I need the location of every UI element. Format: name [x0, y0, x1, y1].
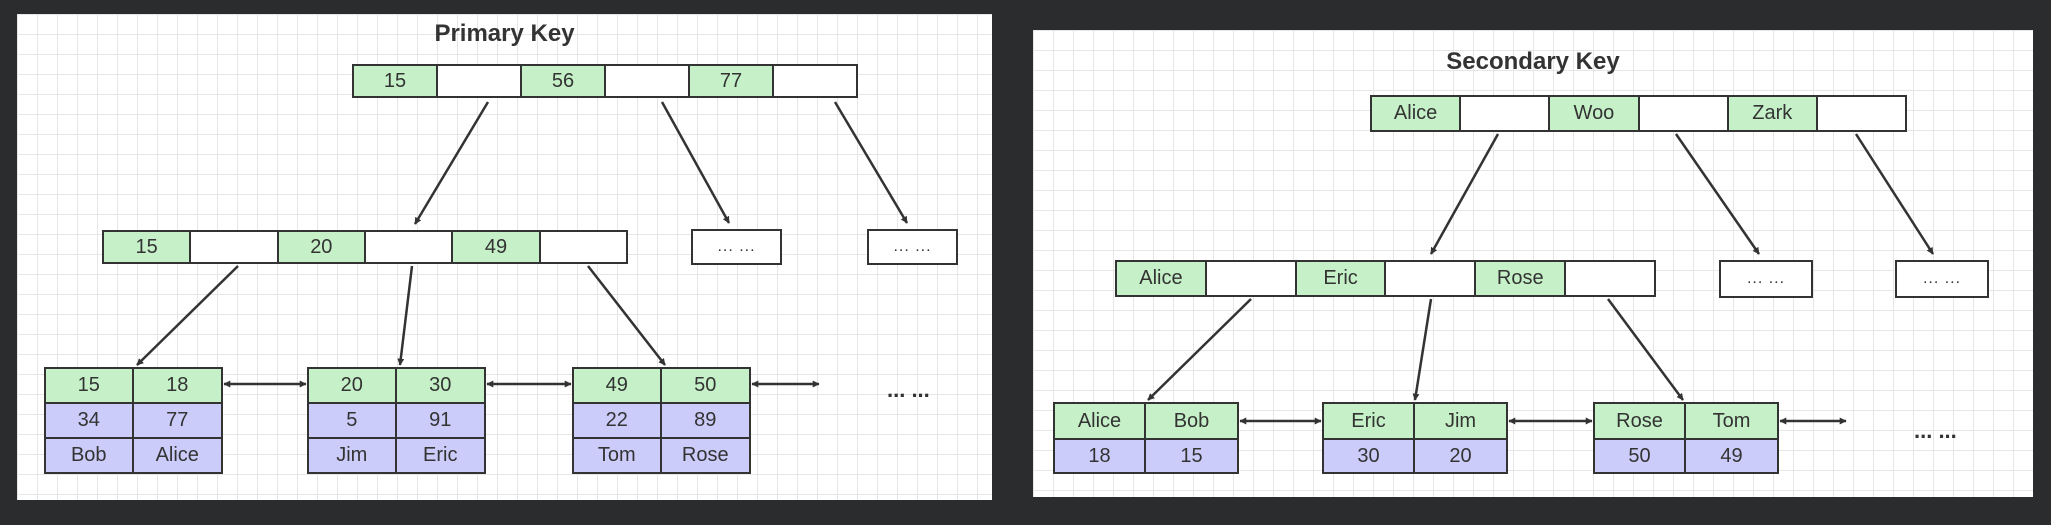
- secondary-leaf-value: 15: [1146, 440, 1237, 472]
- secondary-level2-key: Rose: [1474, 262, 1565, 295]
- secondary-leaf-node: Rose Tom 50 49: [1593, 402, 1779, 474]
- primary-leaf-value: Tom: [574, 439, 662, 472]
- primary-leaf-value: 34: [46, 404, 134, 439]
- secondary-key-title: Secondary Key: [1446, 48, 1620, 75]
- secondary-leaf-key: Jim: [1415, 404, 1506, 440]
- secondary-root-key: Alice: [1372, 97, 1460, 130]
- primary-root-pointer: [604, 66, 688, 96]
- primary-arrow: [413, 101, 490, 225]
- secondary-level2-pointer: [1204, 262, 1295, 295]
- primary-leaf-value: 5: [309, 404, 397, 439]
- primary-leaf-value: Jim: [309, 439, 397, 472]
- primary-arrow: [833, 101, 909, 224]
- primary-leaf-key: 20: [309, 369, 397, 404]
- primary-leaf-key: 49: [574, 369, 662, 404]
- primary-root-key: 77: [688, 66, 772, 96]
- primary-arrow: [397, 265, 414, 366]
- primary-leaf-node: 20 30 5 91 Jim Eric: [307, 367, 486, 474]
- primary-leaf-value: 22: [574, 404, 662, 439]
- primary-leaf-key: 50: [661, 369, 749, 404]
- primary-leaf-key: 15: [46, 369, 134, 404]
- secondary-level2-key: Eric: [1294, 262, 1385, 295]
- secondary-level2-node: Alice Eric Rose: [1115, 260, 1656, 297]
- secondary-level2-pointer: [1564, 262, 1654, 295]
- secondary-arrow: [1412, 298, 1433, 401]
- primary-leaf-value: 77: [133, 404, 221, 439]
- primary-leaf-key: 18: [133, 369, 221, 404]
- primary-leaf-node: 15 18 34 77 Bob Alice: [44, 367, 223, 474]
- secondary-root-pointer: [1815, 97, 1906, 130]
- primary-level2-key: 15: [104, 232, 190, 262]
- secondary-root-pointer: [1459, 97, 1549, 130]
- primary-stub-node: ... ...: [867, 229, 958, 265]
- secondary-leaf-node: Alice Bob 18 15: [1053, 402, 1239, 474]
- secondary-leaf-value: 49: [1686, 440, 1777, 472]
- secondary-leaf-value: 30: [1324, 440, 1415, 472]
- secondary-arrow: [1606, 298, 1685, 401]
- primary-root-pointer: [436, 66, 520, 96]
- secondary-stub-node: ... ...: [1895, 260, 1989, 298]
- secondary-root-pointer: [1637, 97, 1727, 130]
- secondary-more-ellipsis: ... ...: [1914, 418, 1957, 443]
- primary-leaf-value: 91: [396, 404, 484, 439]
- primary-level2-node: 15 20 49: [102, 230, 628, 264]
- secondary-arrow: [1674, 133, 1761, 255]
- secondary-leaf-value: 18: [1055, 440, 1146, 472]
- secondary-stub-node: ... ...: [1719, 260, 1813, 298]
- primary-level2-key: 49: [451, 232, 539, 262]
- primary-root-key: 15: [354, 66, 436, 96]
- secondary-leaf-key: Rose: [1595, 404, 1686, 440]
- primary-root-key: 56: [520, 66, 604, 96]
- primary-stub-node: ... ...: [691, 229, 782, 265]
- secondary-leaf-key: Alice: [1055, 404, 1146, 440]
- primary-leaf-value: Rose: [661, 439, 749, 472]
- secondary-arrow: [1147, 298, 1252, 401]
- primary-arrow: [136, 265, 239, 366]
- primary-leaf-key: 30: [396, 369, 484, 404]
- secondary-root-key: Woo: [1548, 97, 1638, 130]
- secondary-root-key: Zark: [1726, 97, 1816, 130]
- primary-key-panel: Primary Key 15 56 77 15 20 49 ... ... ..…: [17, 14, 992, 500]
- primary-more-ellipsis: ... ...: [887, 377, 930, 402]
- primary-root-pointer: [772, 66, 856, 96]
- secondary-key-panel: Secondary Key Alice Woo Zark Alice Eric …: [1033, 30, 2033, 497]
- primary-level2-pointer: [538, 232, 626, 262]
- secondary-level2-key: Alice: [1117, 262, 1205, 295]
- primary-leaf-value: Alice: [133, 439, 221, 472]
- primary-arrow: [660, 101, 731, 224]
- primary-key-title: Primary Key: [434, 20, 575, 47]
- primary-level2-pointer: [363, 232, 452, 262]
- secondary-leaf-node: Eric Jim 30 20: [1322, 402, 1508, 474]
- secondary-arrow: [1854, 133, 1935, 255]
- primary-level2-pointer: [189, 232, 277, 262]
- secondary-leaf-key: Bob: [1146, 404, 1237, 440]
- primary-leaf-value: Bob: [46, 439, 134, 472]
- primary-root-node: 15 56 77: [352, 64, 858, 98]
- secondary-leaf-key: Tom: [1686, 404, 1777, 440]
- secondary-leaf-key: Eric: [1324, 404, 1415, 440]
- secondary-leaf-value: 50: [1595, 440, 1686, 472]
- primary-leaf-value: 89: [661, 404, 749, 439]
- secondary-leaf-value: 20: [1415, 440, 1506, 472]
- primary-level2-key: 20: [276, 232, 364, 262]
- secondary-arrow: [1429, 133, 1500, 255]
- primary-arrow: [587, 265, 666, 366]
- primary-leaf-node: 49 50 22 89 Tom Rose: [572, 367, 751, 474]
- primary-leaf-value: Eric: [396, 439, 484, 472]
- secondary-level2-pointer: [1384, 262, 1475, 295]
- secondary-root-node: Alice Woo Zark: [1370, 95, 1907, 132]
